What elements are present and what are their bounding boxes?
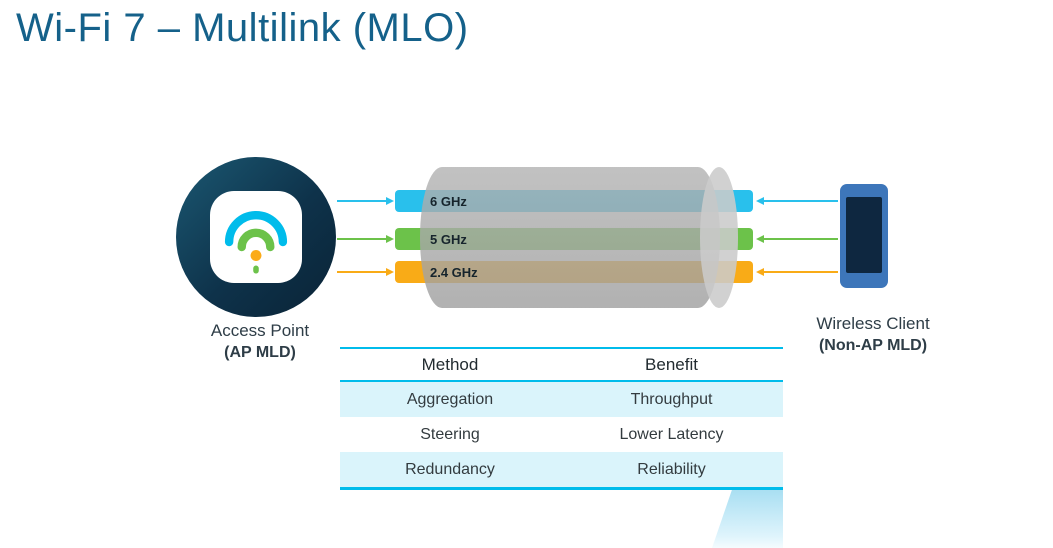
method-cell: Aggregation [406,390,494,408]
client-to-5ghz-arrow [756,234,838,244]
mlo-link-cylinder [420,167,720,308]
benefit-cell: Lower Latency [619,425,724,443]
ap-to-2-4ghz-arrow [337,267,394,277]
wireless-client-sublabel: (Non-AP MLD) [818,337,928,354]
ap-to-6ghz-arrow [337,196,394,206]
client-to-2-4ghz-arrow [756,267,838,277]
access-point-caption: Access Point (AP MLD) [160,320,360,363]
method-cell: Redundancy [405,460,495,478]
band-5ghz-label: 5 GHz [430,232,467,247]
table-header-benefit: Benefit [645,354,698,374]
ap-to-5ghz-arrow [337,234,394,244]
table-row: Redundancy Reliability [340,452,783,487]
method-cell: Steering [420,425,480,443]
band-6ghz-label: 6 GHz [430,194,467,209]
benefit-cell: Throughput [630,390,713,408]
method-benefit-table: Method Benefit Aggregation Throughput St… [340,347,783,490]
table-bottom-rule [340,487,783,490]
table-row: Aggregation Throughput [340,382,783,417]
benefit-cell: Reliability [637,460,706,478]
wireless-client-caption: Wireless Client (Non-AP MLD) [778,313,968,356]
access-point-sublabel: (AP MLD) [224,344,296,361]
wifi-badge [210,191,302,283]
wireless-client-label: Wireless Client [816,314,930,333]
slide-title: Wi-Fi 7 – Multilink (MLO) [16,6,469,50]
corner-decoration [712,490,783,548]
phone-screen [846,197,882,273]
wifi-signal-icon [224,210,288,274]
table-row: Steering Lower Latency [340,417,783,452]
client-to-6ghz-arrow [756,196,838,206]
wireless-client-icon [840,184,888,288]
cylinder-end-cap [700,167,738,308]
access-point-icon [176,157,336,317]
table-header-row: Method Benefit [340,347,783,382]
band-2-4ghz-label: 2.4 GHz [430,265,478,280]
access-point-label: Access Point [210,321,310,340]
table-header-method: Method [421,354,479,374]
